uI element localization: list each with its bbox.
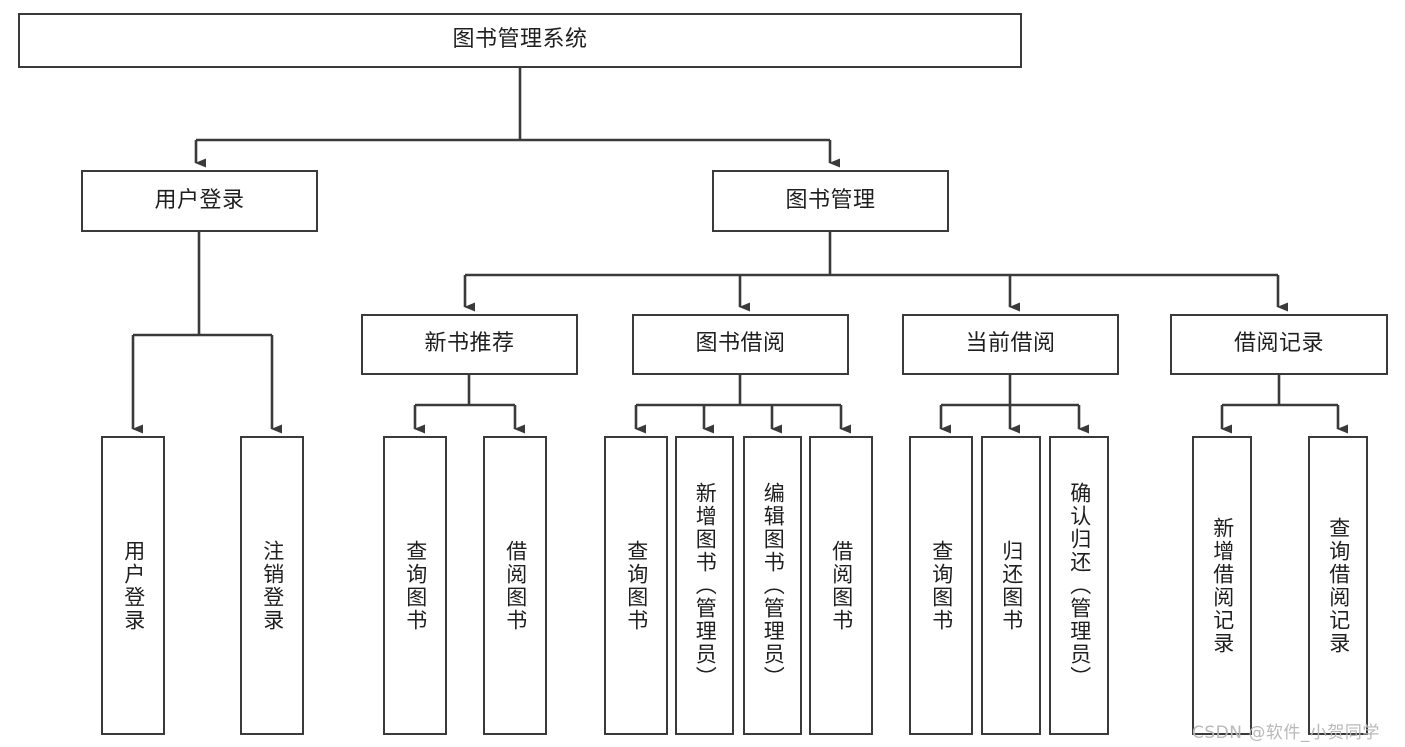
node-book-manage-label: 图书管理 [785, 187, 876, 213]
leaf-query-book-2[interactable]: 查询图书 [604, 436, 668, 735]
leaf-add-book[interactable]: 新增图书（管理员） [675, 436, 734, 735]
leaf-query-book-2-label: 查询图书 [624, 539, 649, 632]
leaf-confirm-return[interactable]: 确认归还（管理员） [1049, 436, 1109, 735]
node-new-book-recommend-label: 新书推荐 [424, 331, 515, 357]
node-new-book-recommend[interactable]: 新书推荐 [361, 314, 578, 375]
leaf-return-book-label: 归还图书 [999, 539, 1024, 632]
leaf-query-book-1[interactable]: 查询图书 [383, 436, 447, 735]
node-borrow-record[interactable]: 借阅记录 [1170, 314, 1388, 375]
node-book-manage[interactable]: 图书管理 [712, 170, 949, 232]
watermark-text: CSDN @软件_小贺同学 [1192, 723, 1380, 743]
leaf-query-book-1-label: 查询图书 [403, 539, 428, 632]
leaf-query-book-3[interactable]: 查询图书 [909, 436, 973, 735]
leaf-borrow-book-1[interactable]: 借阅图书 [483, 436, 547, 735]
leaf-add-record-label: 新增借阅记录 [1210, 516, 1235, 655]
leaf-borrow-book-2[interactable]: 借阅图书 [809, 436, 873, 735]
node-borrow-record-label: 借阅记录 [1233, 331, 1324, 357]
leaf-confirm-return-label: 确认归还（管理员） [1067, 482, 1092, 689]
leaf-edit-book[interactable]: 编辑图书（管理员） [743, 436, 802, 735]
leaf-query-book-3-label: 查询图书 [929, 539, 954, 632]
node-user-login[interactable]: 用户登录 [81, 170, 318, 232]
node-book-borrow[interactable]: 图书借阅 [632, 314, 849, 375]
node-root[interactable]: 图书管理系统 [18, 13, 1022, 68]
leaf-logout-login[interactable]: 注销登录 [240, 436, 304, 735]
leaf-user-login[interactable]: 用户登录 [101, 436, 165, 735]
leaf-user-login-label: 用户登录 [121, 539, 146, 632]
leaf-edit-book-label: 编辑图书（管理员） [761, 482, 786, 689]
leaf-add-record[interactable]: 新增借阅记录 [1192, 436, 1252, 735]
leaf-logout-login-label: 注销登录 [260, 539, 285, 632]
leaf-add-book-label: 新增图书（管理员） [693, 482, 718, 689]
node-user-login-label: 用户登录 [154, 187, 245, 213]
node-current-borrow[interactable]: 当前借阅 [902, 314, 1119, 375]
node-current-borrow-label: 当前借阅 [965, 331, 1056, 357]
node-root-label: 图书管理系统 [452, 27, 588, 53]
leaf-query-record[interactable]: 查询借阅记录 [1308, 436, 1368, 735]
leaf-borrow-book-1-label: 借阅图书 [503, 539, 528, 632]
leaf-query-record-label: 查询借阅记录 [1326, 516, 1351, 655]
node-book-borrow-label: 图书借阅 [695, 331, 786, 357]
leaf-return-book[interactable]: 归还图书 [981, 436, 1041, 735]
leaf-borrow-book-2-label: 借阅图书 [829, 539, 854, 632]
